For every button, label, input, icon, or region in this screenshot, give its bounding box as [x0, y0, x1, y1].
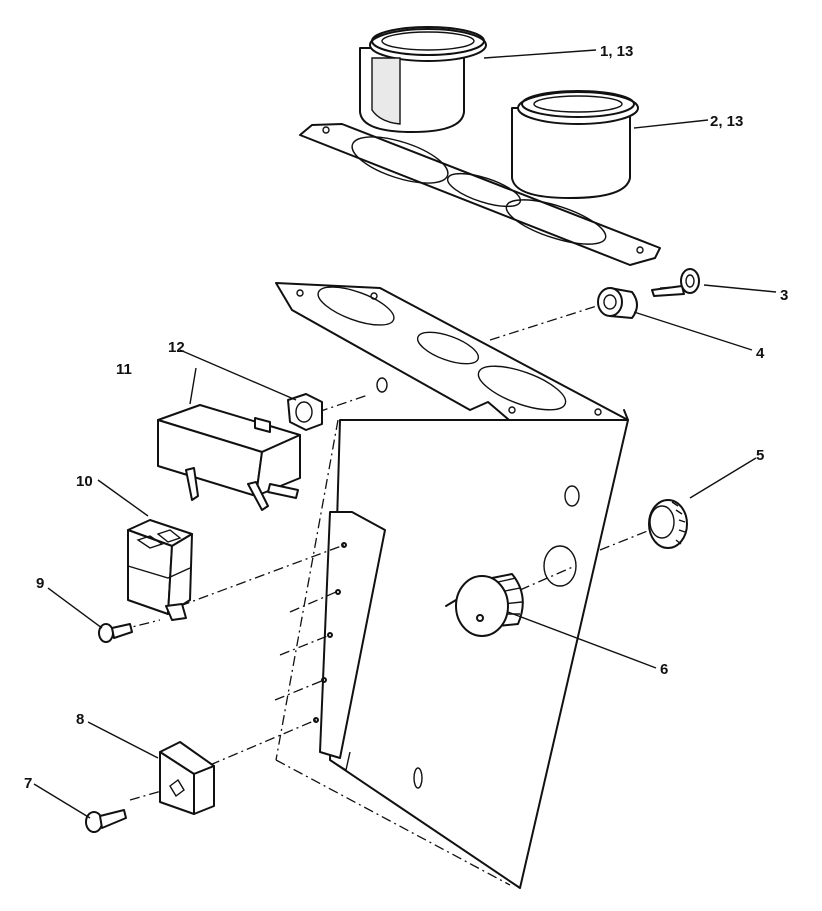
part-10-connector [127, 519, 193, 621]
part-5-knurled-ring [648, 499, 688, 549]
gasket-plate [299, 123, 661, 266]
callout-8: 8 [76, 711, 84, 728]
part-7-screw [85, 809, 127, 833]
part-4-bushing [597, 287, 638, 319]
gauge-1 [359, 26, 487, 133]
callout-10: 10 [76, 473, 93, 490]
callout-4: 4 [756, 345, 765, 362]
callout-7: 7 [24, 775, 32, 792]
part-3-knob [651, 268, 700, 297]
leader-lines [33, 49, 777, 819]
callout-2-13: 2, 13 [710, 113, 743, 130]
gauge-2 [511, 90, 639, 199]
callout-labels: 1, 13 2, 13 3 4 5 6 7 8 9 10 11 12 [24, 43, 788, 792]
part-9-screw [98, 623, 133, 643]
callout-11: 11 [116, 361, 132, 378]
callout-9: 9 [36, 575, 44, 592]
part-6-rotary-switch [445, 573, 524, 637]
callout-6: 6 [660, 661, 668, 678]
part-8-terminal-block [159, 741, 215, 815]
mounting-panel [275, 282, 629, 889]
callout-12: 12 [168, 339, 185, 356]
callout-3: 3 [780, 287, 788, 304]
part-12-nut [287, 393, 323, 431]
callout-1-13: 1, 13 [600, 43, 633, 60]
callout-5: 5 [756, 447, 764, 464]
part-11-relay [157, 404, 301, 511]
